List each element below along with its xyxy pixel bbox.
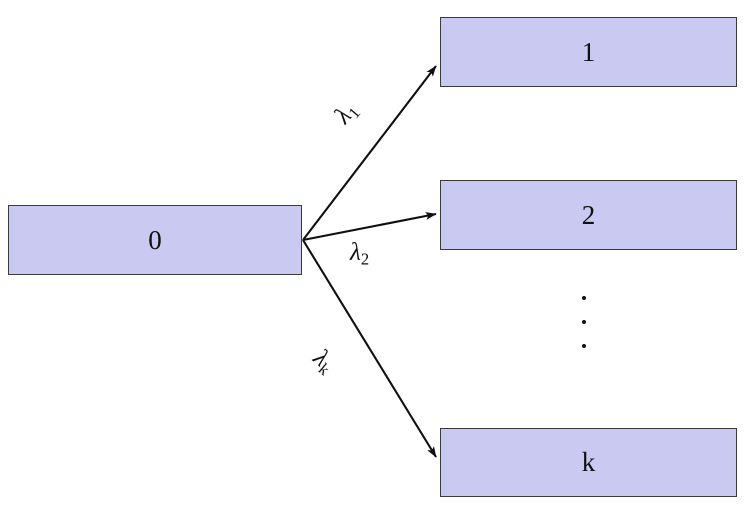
node-label: 2 [581, 199, 596, 230]
ellipsis-dot [582, 320, 586, 324]
edge-0-to-1 [302, 65, 437, 241]
node-source-0[interactable]: 0 [8, 205, 302, 275]
node-target-1[interactable]: 1 [440, 17, 737, 87]
node-target-k[interactable]: k [440, 428, 737, 497]
ellipsis-dot [582, 344, 586, 348]
edge-label-lambda-k: λk [307, 344, 340, 379]
node-label: k [581, 447, 596, 477]
edge-label-lambda-1: λ1 [329, 97, 364, 130]
node-label: 1 [581, 36, 596, 67]
node-label: 0 [148, 224, 162, 255]
lambda-subscript: 2 [360, 249, 370, 269]
ellipsis-dot [582, 296, 586, 300]
lambda-symbol: λ [350, 239, 361, 266]
edge-0-to-2 [302, 212, 437, 242]
vertical-ellipsis-icon [566, 296, 602, 348]
node-target-2[interactable]: 2 [440, 180, 737, 250]
edge-label-lambda-2: λ2 [350, 240, 369, 268]
